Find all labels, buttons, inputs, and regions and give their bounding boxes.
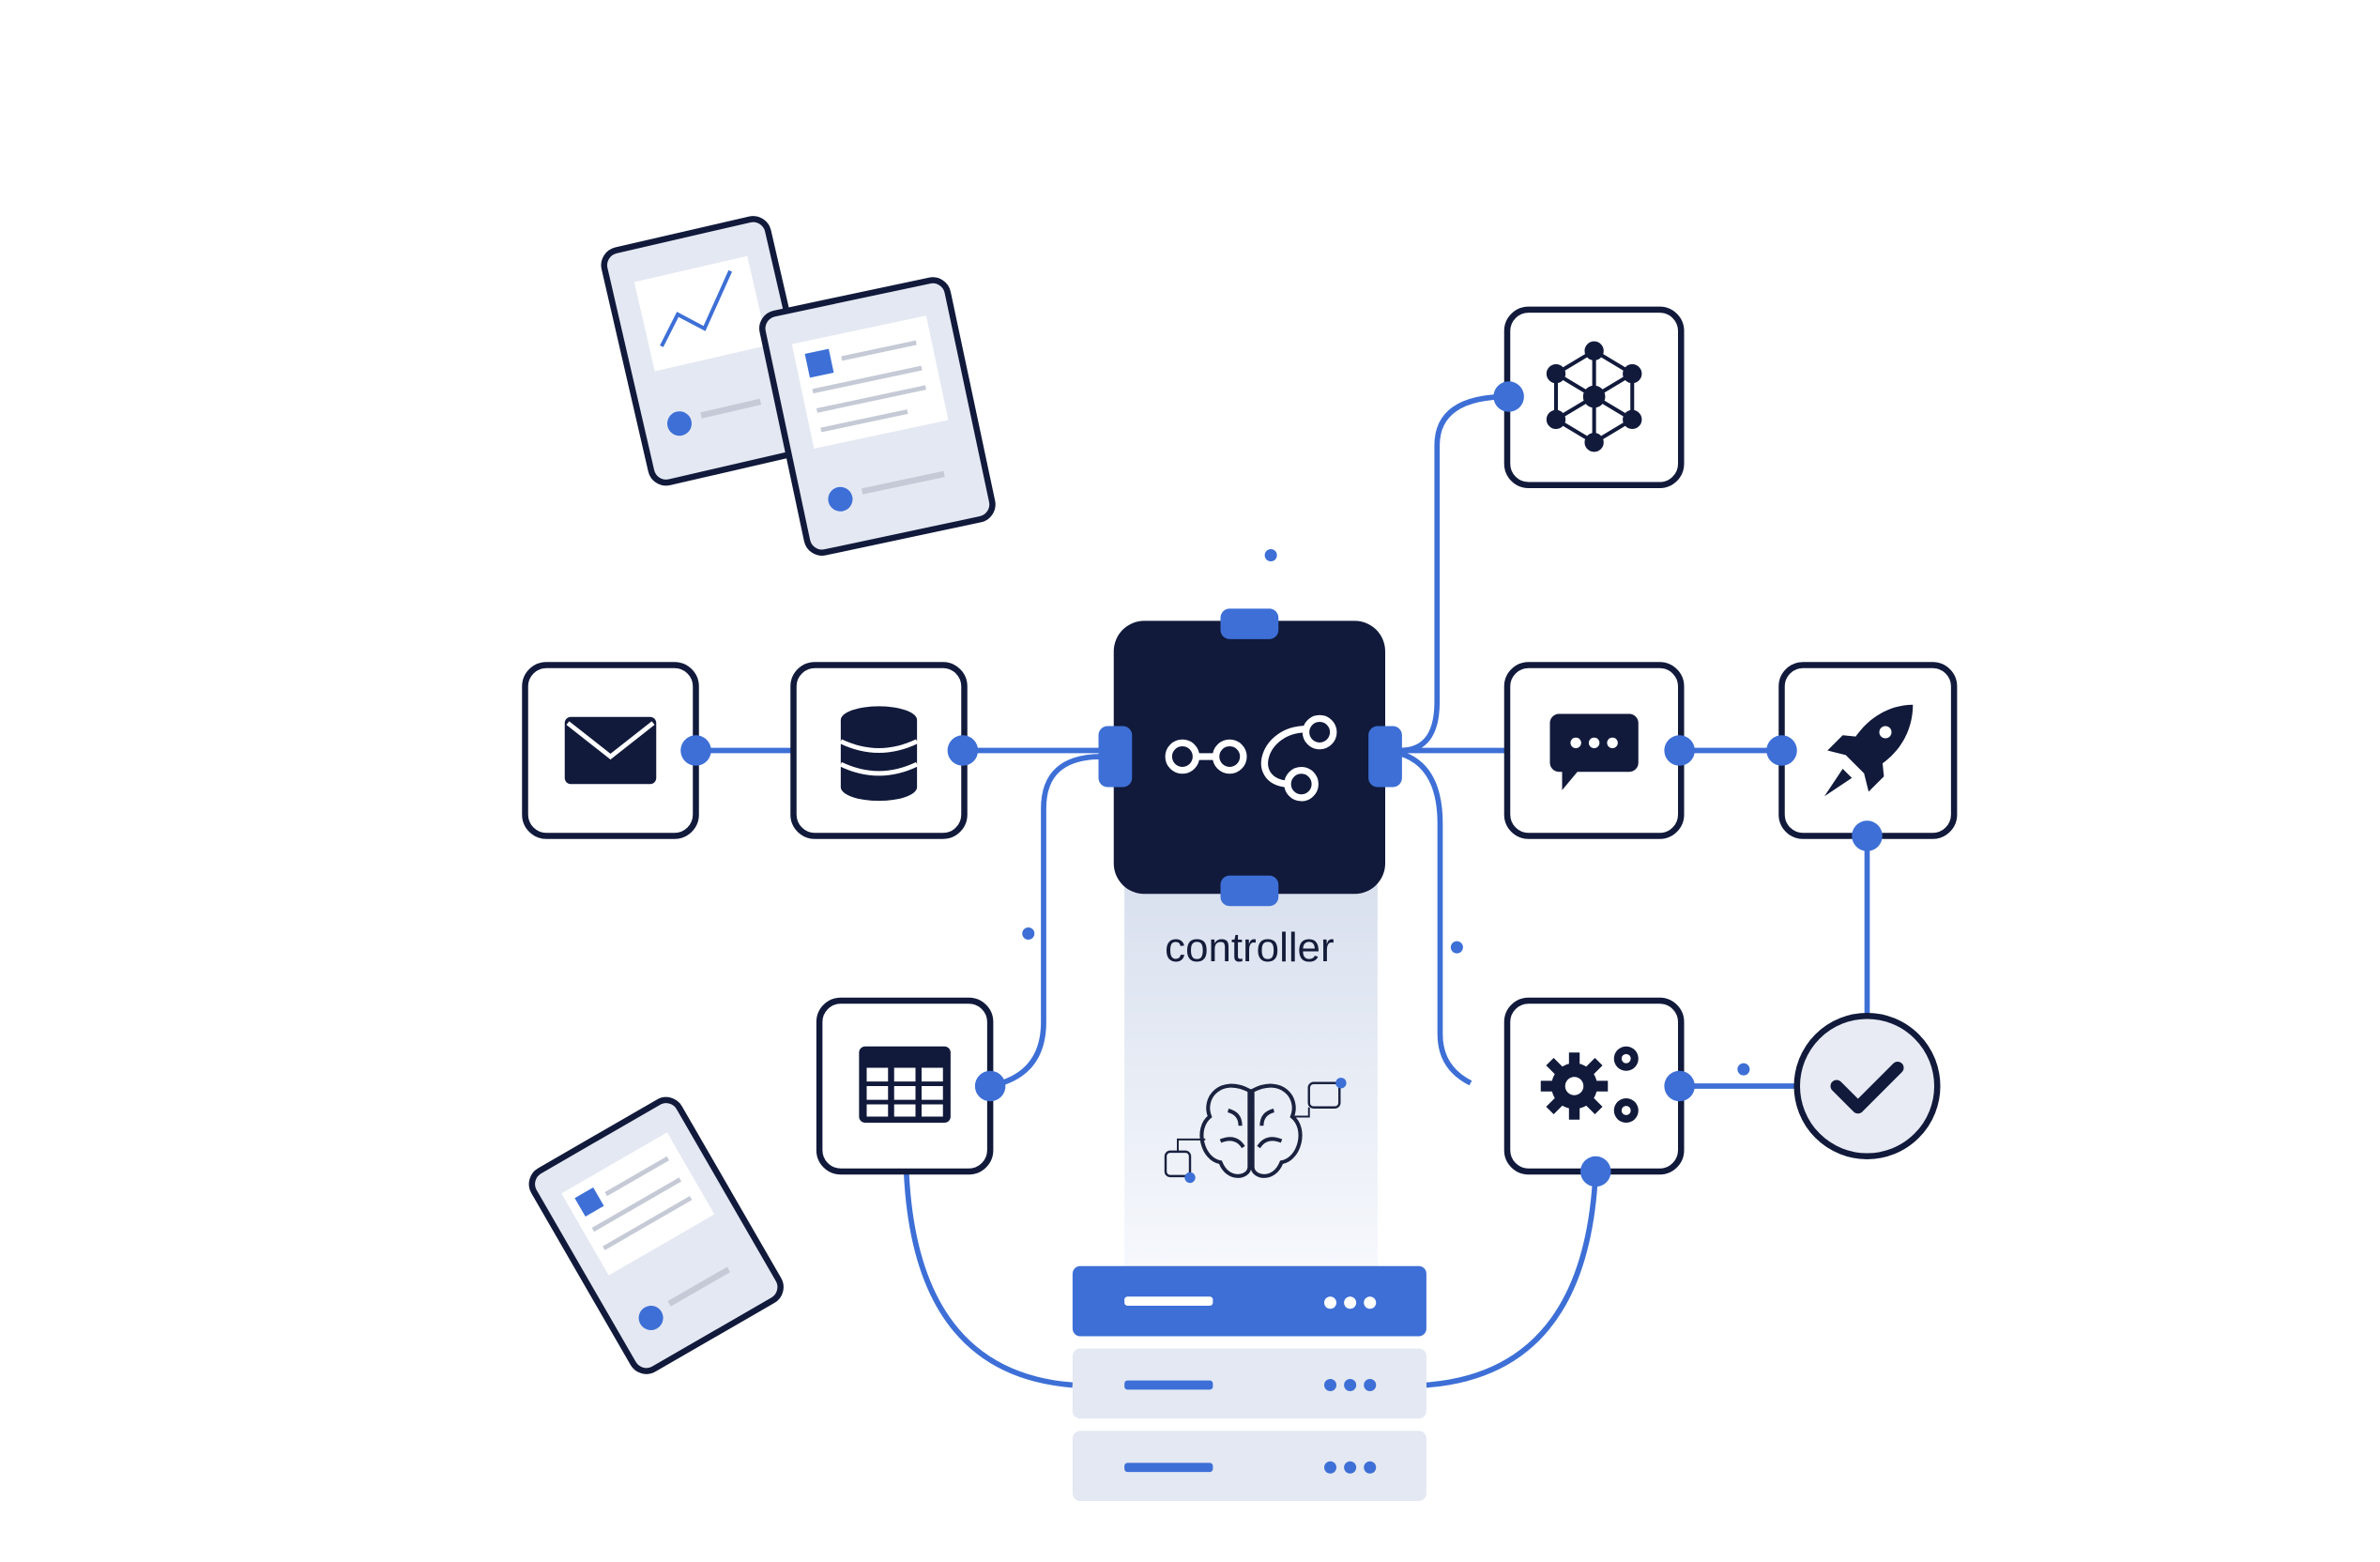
controller-port-top [1220, 608, 1279, 639]
link-gears-server [1426, 1171, 1599, 1388]
controller-port-bottom [1220, 875, 1279, 907]
gears-node[interactable] [1503, 997, 1685, 1175]
document-text-icon [528, 1096, 784, 1374]
network-graph-icon [1546, 341, 1642, 452]
envelope-icon [564, 716, 657, 785]
connectors [695, 393, 1870, 1388]
server-row[interactable] [1072, 1431, 1426, 1501]
controller-port-left [1098, 726, 1133, 788]
controller-node[interactable] [1098, 608, 1402, 907]
server-row-active[interactable] [1072, 1265, 1426, 1337]
rocket-icon [1824, 704, 1914, 797]
check-circle-icon [1830, 1062, 1904, 1114]
brain-dot [1184, 1172, 1196, 1184]
brain-icon [1164, 1081, 1341, 1178]
link-table-controller [989, 754, 1102, 1089]
server-row[interactable] [1072, 1348, 1426, 1419]
controller-port-right [1368, 726, 1402, 788]
table-icon [859, 1046, 951, 1123]
rocket-node[interactable] [1778, 662, 1958, 839]
controller-label: controller [1165, 925, 1334, 971]
brain-dot [1335, 1078, 1347, 1089]
document-text-icon [759, 277, 996, 556]
workflow-icon [1165, 714, 1337, 802]
gears-icon [1540, 1046, 1639, 1123]
database-icon [839, 706, 919, 802]
link-controller-gears [1399, 751, 1472, 1086]
link-table-server [903, 1171, 1074, 1388]
chat-node[interactable] [1503, 662, 1685, 839]
check-node[interactable] [1793, 1013, 1941, 1159]
chat-icon [1549, 713, 1639, 790]
database-node[interactable] [790, 662, 968, 839]
controller-pillar [1124, 884, 1378, 1269]
network-graph-node[interactable] [1503, 306, 1685, 488]
server-stack [1072, 1265, 1426, 1501]
table-node[interactable] [816, 997, 994, 1175]
email-node[interactable] [522, 662, 699, 839]
link-controller-graph [1400, 393, 1509, 754]
port-dots [680, 381, 1883, 1187]
